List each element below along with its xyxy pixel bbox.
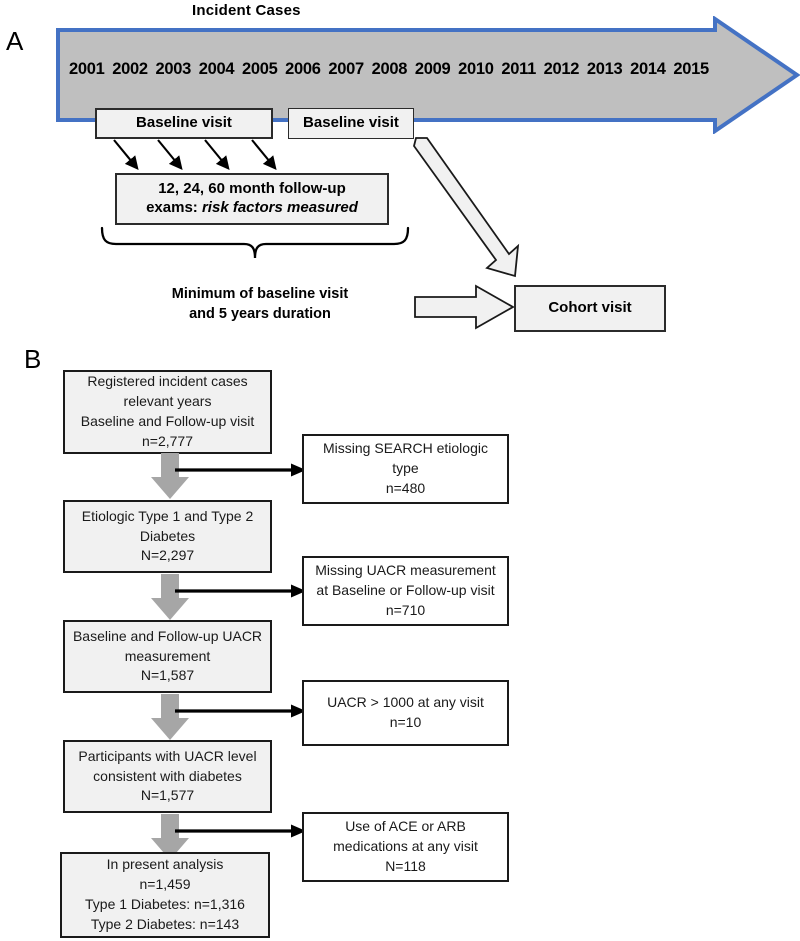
box-line: Missing SEARCH etiologic [323, 440, 488, 457]
duration-brace [98, 226, 412, 272]
incident-cases-title: Incident Cases [192, 2, 301, 19]
box-line: Baseline and Follow-up UACR [72, 627, 263, 644]
box-line: relevant years [123, 393, 212, 410]
year-label: 2002 [112, 59, 148, 78]
box-line: Type 2 Diabetes: n=143 [90, 915, 240, 932]
year-label: 2009 [414, 59, 451, 78]
box-line: Etiologic Type 1 and Type 2 [81, 507, 254, 524]
flow-box-uacr-consistent-diabetes: Participants with UACR level consistent … [63, 740, 272, 813]
year-label: 2015 [673, 59, 709, 78]
box-line: In present analysis [106, 856, 224, 873]
cohort-visit-label: Cohort visit [548, 299, 632, 317]
side-arrow-4-icon [175, 823, 307, 839]
box-line: n=10 [389, 714, 422, 730]
box-line: Missing UACR measurement [315, 562, 496, 579]
box-line: N=2,297 [140, 547, 195, 564]
followup-line-2-prefix: exams: [146, 199, 202, 216]
year-label: 2004 [198, 59, 235, 78]
diagonal-hollow-arrow [408, 136, 528, 281]
timeline-years: 2001 2002 2003 2004 2005 2006 2007 2008 … [69, 54, 709, 84]
box-line: Diabetes [139, 527, 196, 544]
box-line: consistent with diabetes [93, 767, 242, 784]
year-label: 2011 [501, 59, 536, 78]
timeline-block-arrow: 2001 2002 2003 2004 2005 2006 2007 2008 … [55, 16, 800, 134]
box-line: medications at any visit [333, 838, 478, 855]
cohort-hollow-arrow [412, 284, 516, 330]
year-label: 2008 [371, 59, 408, 78]
side-arrow-1-icon [175, 462, 307, 478]
box-line: UACR > 1000 at any visit [327, 694, 484, 711]
down-arrow-1-icon [150, 453, 190, 501]
flow-box-uacr-over-1000: UACR > 1000 at any visit n=10 [302, 680, 509, 746]
year-label: 2013 [586, 59, 623, 78]
box-line: n=710 [385, 601, 426, 618]
year-label: 2003 [155, 59, 191, 78]
minimum-line-2: and 5 years duration [189, 305, 331, 322]
baseline-to-followup-arrows [95, 138, 345, 178]
box-line: n=1,459 [139, 876, 191, 893]
box-line: n=2,777 [142, 432, 193, 449]
box-line: N=1,587 [140, 667, 195, 684]
box-line: Participants with UACR level [78, 747, 257, 764]
year-label: 2007 [328, 59, 364, 78]
baseline-visit-label: Baseline visit [303, 114, 399, 132]
box-line: type [392, 460, 419, 477]
flow-box-in-present-analysis: In present analysis n=1,459 Type 1 Diabe… [60, 852, 270, 938]
cohort-visit-box: Cohort visit [514, 285, 666, 332]
year-label: 2010 [458, 59, 494, 78]
box-line: Registered incident cases [87, 373, 248, 390]
side-arrow-3-icon [175, 703, 307, 719]
panel-a-letter: A [6, 26, 24, 56]
panel-b-letter: B [24, 344, 42, 374]
flow-box-missing-uacr-measurement: Missing UACR measurement at Baseline or … [302, 556, 509, 626]
year-label: 2014 [630, 59, 666, 78]
followup-exams-box: 12, 24, 60 month follow-up exams: risk f… [115, 173, 389, 225]
flow-box-registered-incident-cases: Registered incident cases relevant years… [63, 370, 272, 454]
box-line: N=1,577 [140, 787, 195, 804]
box-line: N=118 [385, 857, 426, 874]
flow-box-missing-search-etiologic-type: Missing SEARCH etiologic type n=480 [302, 434, 509, 504]
flow-box-etiologic-type: Etiologic Type 1 and Type 2 Diabetes N=2… [63, 500, 272, 573]
baseline-visit-box-left: Baseline visit [95, 108, 273, 139]
baseline-visit-box-right: Baseline visit [288, 108, 414, 139]
baseline-visit-label: Baseline visit [136, 114, 232, 132]
box-line: Use of ACE or ARB [345, 818, 466, 835]
box-line: at Baseline or Follow-up visit [316, 582, 495, 599]
followup-line-2-italic: risk factors measured [201, 199, 358, 216]
year-label: 2001 [69, 59, 105, 78]
box-line: Baseline and Follow-up visit [80, 413, 255, 429]
down-arrow-2-icon [150, 574, 190, 622]
year-label: 2012 [543, 59, 580, 78]
box-line: Type 1 Diabetes: n=1,316 [85, 896, 245, 912]
flow-box-ace-arb-medications: Use of ACE or ARB medications at any vis… [302, 812, 509, 882]
year-label: 2006 [285, 59, 321, 78]
followup-line-1: 12, 24, 60 month follow-up [158, 180, 346, 198]
down-arrow-3-icon [150, 694, 190, 742]
minimum-line-1: Minimum of baseline visit [171, 286, 349, 302]
box-line: n=480 [385, 479, 426, 496]
down-arrow-4-icon [150, 814, 190, 862]
box-line: measurement [124, 647, 211, 664]
side-arrow-2-icon [175, 583, 307, 599]
year-label: 2005 [241, 59, 278, 78]
minimum-duration-text: Minimum of baseline visit and 5 years du… [120, 285, 400, 324]
flow-box-baseline-followup-uacr: Baseline and Follow-up UACR measurement … [63, 620, 272, 693]
